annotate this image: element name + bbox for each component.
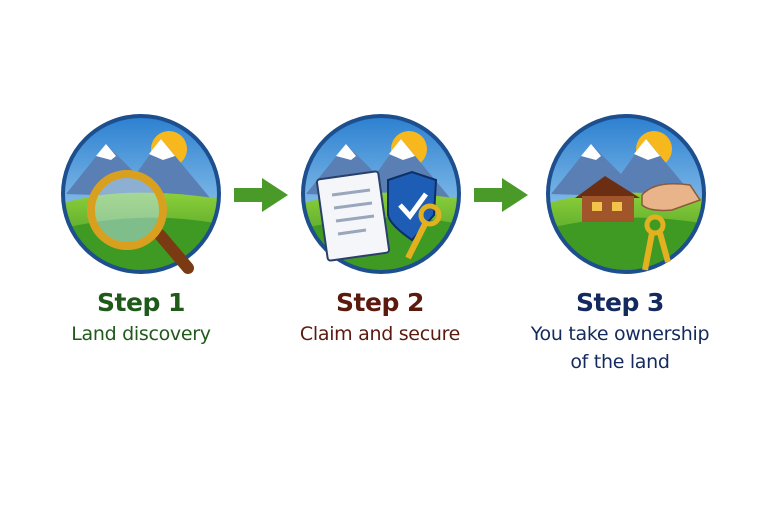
step-3-label: Step 3 You take ownership of the land <box>510 288 730 375</box>
step-2-description: Claim and secure <box>299 323 461 345</box>
keys-icon <box>642 214 671 271</box>
step-2-label: Step 2 Claim and secure <box>270 288 490 347</box>
hand-icon <box>641 183 702 212</box>
step-3-title: Step 3 <box>576 288 664 317</box>
step-3-description-line2: of the land <box>570 351 670 373</box>
arrow-right-icon <box>474 178 528 212</box>
document-icon <box>315 170 391 262</box>
arrow-right-icon <box>234 178 288 212</box>
step-3-illustration <box>546 114 706 274</box>
step-1-title: Step 1 <box>97 288 185 317</box>
step-1-description: Land discovery <box>71 323 211 345</box>
keys-icon <box>405 203 442 260</box>
step-1-label: Step 1 Land discovery <box>31 288 251 347</box>
step-2-title: Step 2 <box>336 288 424 317</box>
magnifying-glass-icon <box>87 170 194 274</box>
step-1-illustration <box>61 114 221 274</box>
house-icon <box>575 176 640 222</box>
step-3-description-line1: You take ownership <box>530 323 710 345</box>
step-2-illustration <box>301 114 461 274</box>
